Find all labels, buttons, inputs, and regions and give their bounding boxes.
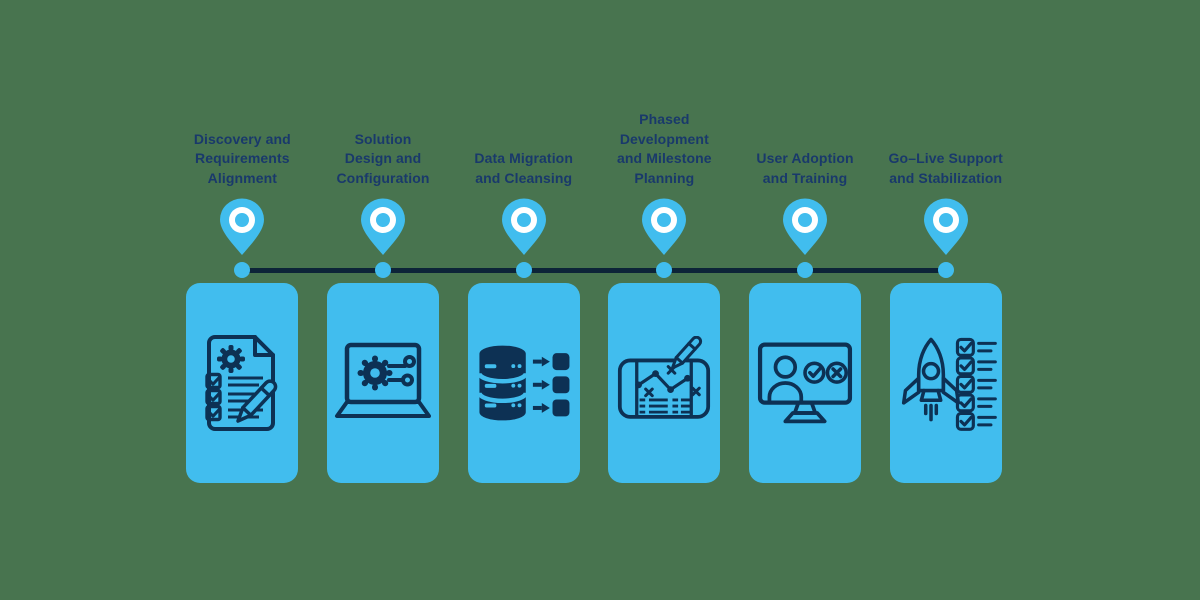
location-pin-icon (361, 198, 405, 255)
timeline-step-1: Discovery and Requirements Alignment (172, 100, 313, 483)
step-label: Go–Live Support and Stabilization (888, 150, 1003, 186)
location-pin-icon (501, 198, 546, 255)
milestone-roadmap-icon (618, 336, 711, 419)
timeline-step-5: User Adoption and Training (735, 100, 876, 483)
step-card-6 (889, 283, 1002, 483)
timeline-node-dot (656, 262, 673, 278)
step-label: Solution Design and Configuration (336, 130, 430, 186)
timeline-node-dot (515, 262, 532, 278)
timeline: Discovery and Requirements Alignment (172, 100, 1016, 483)
step-label: Discovery and Requirements Alignment (193, 130, 291, 186)
location-pin-icon (923, 198, 968, 255)
timeline-step-4: Phased Development and Milestone Plannin… (594, 100, 735, 483)
location-pin-icon (783, 198, 828, 255)
location-pin-icon (220, 198, 265, 255)
step-label: User Adoption and Training (756, 150, 854, 186)
document-checklist-icon (205, 335, 278, 431)
step-card-1 (186, 283, 299, 483)
laptop-configuration-icon (335, 342, 431, 418)
step-card-3 (467, 283, 580, 483)
timeline-node-dot (797, 262, 814, 278)
timeline-line (242, 268, 946, 273)
timeline-node-dot (375, 262, 391, 278)
rocket-checklist-icon (901, 337, 997, 431)
step-label: Phased Development and Milestone Plannin… (617, 111, 712, 186)
timeline-node-dot (234, 262, 251, 278)
monitor-user-training-icon (757, 342, 853, 424)
timeline-step-6: Go–Live Support and Stabilization (875, 100, 1016, 483)
timeline-step-2: Solution Design and Configuration (313, 100, 454, 483)
timeline-node-dot (937, 262, 954, 278)
step-label: Data Migration and Cleansing (474, 150, 573, 186)
database-migration-icon (476, 345, 570, 421)
step-card-2 (327, 283, 439, 483)
step-card-4 (608, 283, 721, 483)
timeline-step-3: Data Migration and Cleansing (453, 100, 594, 483)
location-pin-icon (642, 198, 687, 255)
step-card-5 (749, 283, 862, 483)
